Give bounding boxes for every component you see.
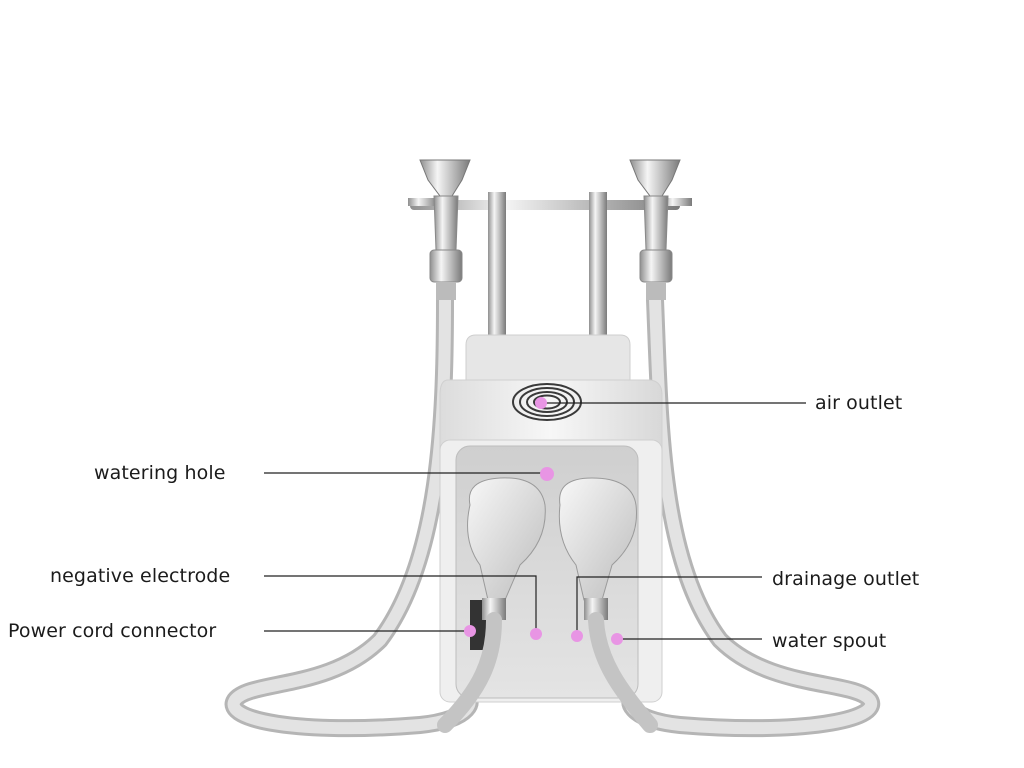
fan-grille bbox=[512, 383, 582, 421]
negative-electrode-label: negative electrode bbox=[50, 565, 231, 587]
right-applicator bbox=[558, 477, 637, 620]
negative-electrode-marker bbox=[530, 628, 542, 640]
power-cord-connector-marker bbox=[464, 625, 476, 637]
water-spout-marker bbox=[611, 633, 623, 645]
left-hose bbox=[224, 291, 479, 738]
water-spout-label: water spout bbox=[772, 630, 887, 652]
drainage-outlet-marker bbox=[571, 630, 583, 642]
negative-electrode-leader bbox=[264, 575, 537, 634]
drainage-outlet-label: drainage outlet bbox=[772, 568, 920, 590]
drainage-outlet-leader bbox=[576, 576, 762, 636]
left-handpiece bbox=[408, 159, 471, 300]
air-outlet-marker bbox=[535, 397, 547, 409]
air-outlet-label: air outlet bbox=[815, 392, 903, 414]
watering-hole-label: watering hole bbox=[94, 462, 226, 484]
left-applicator bbox=[467, 477, 546, 620]
watering-hole-marker bbox=[540, 467, 554, 481]
right-hose bbox=[621, 291, 880, 738]
right-handpiece bbox=[629, 159, 692, 300]
power-cord-connector-label: Power cord connector bbox=[8, 620, 217, 642]
